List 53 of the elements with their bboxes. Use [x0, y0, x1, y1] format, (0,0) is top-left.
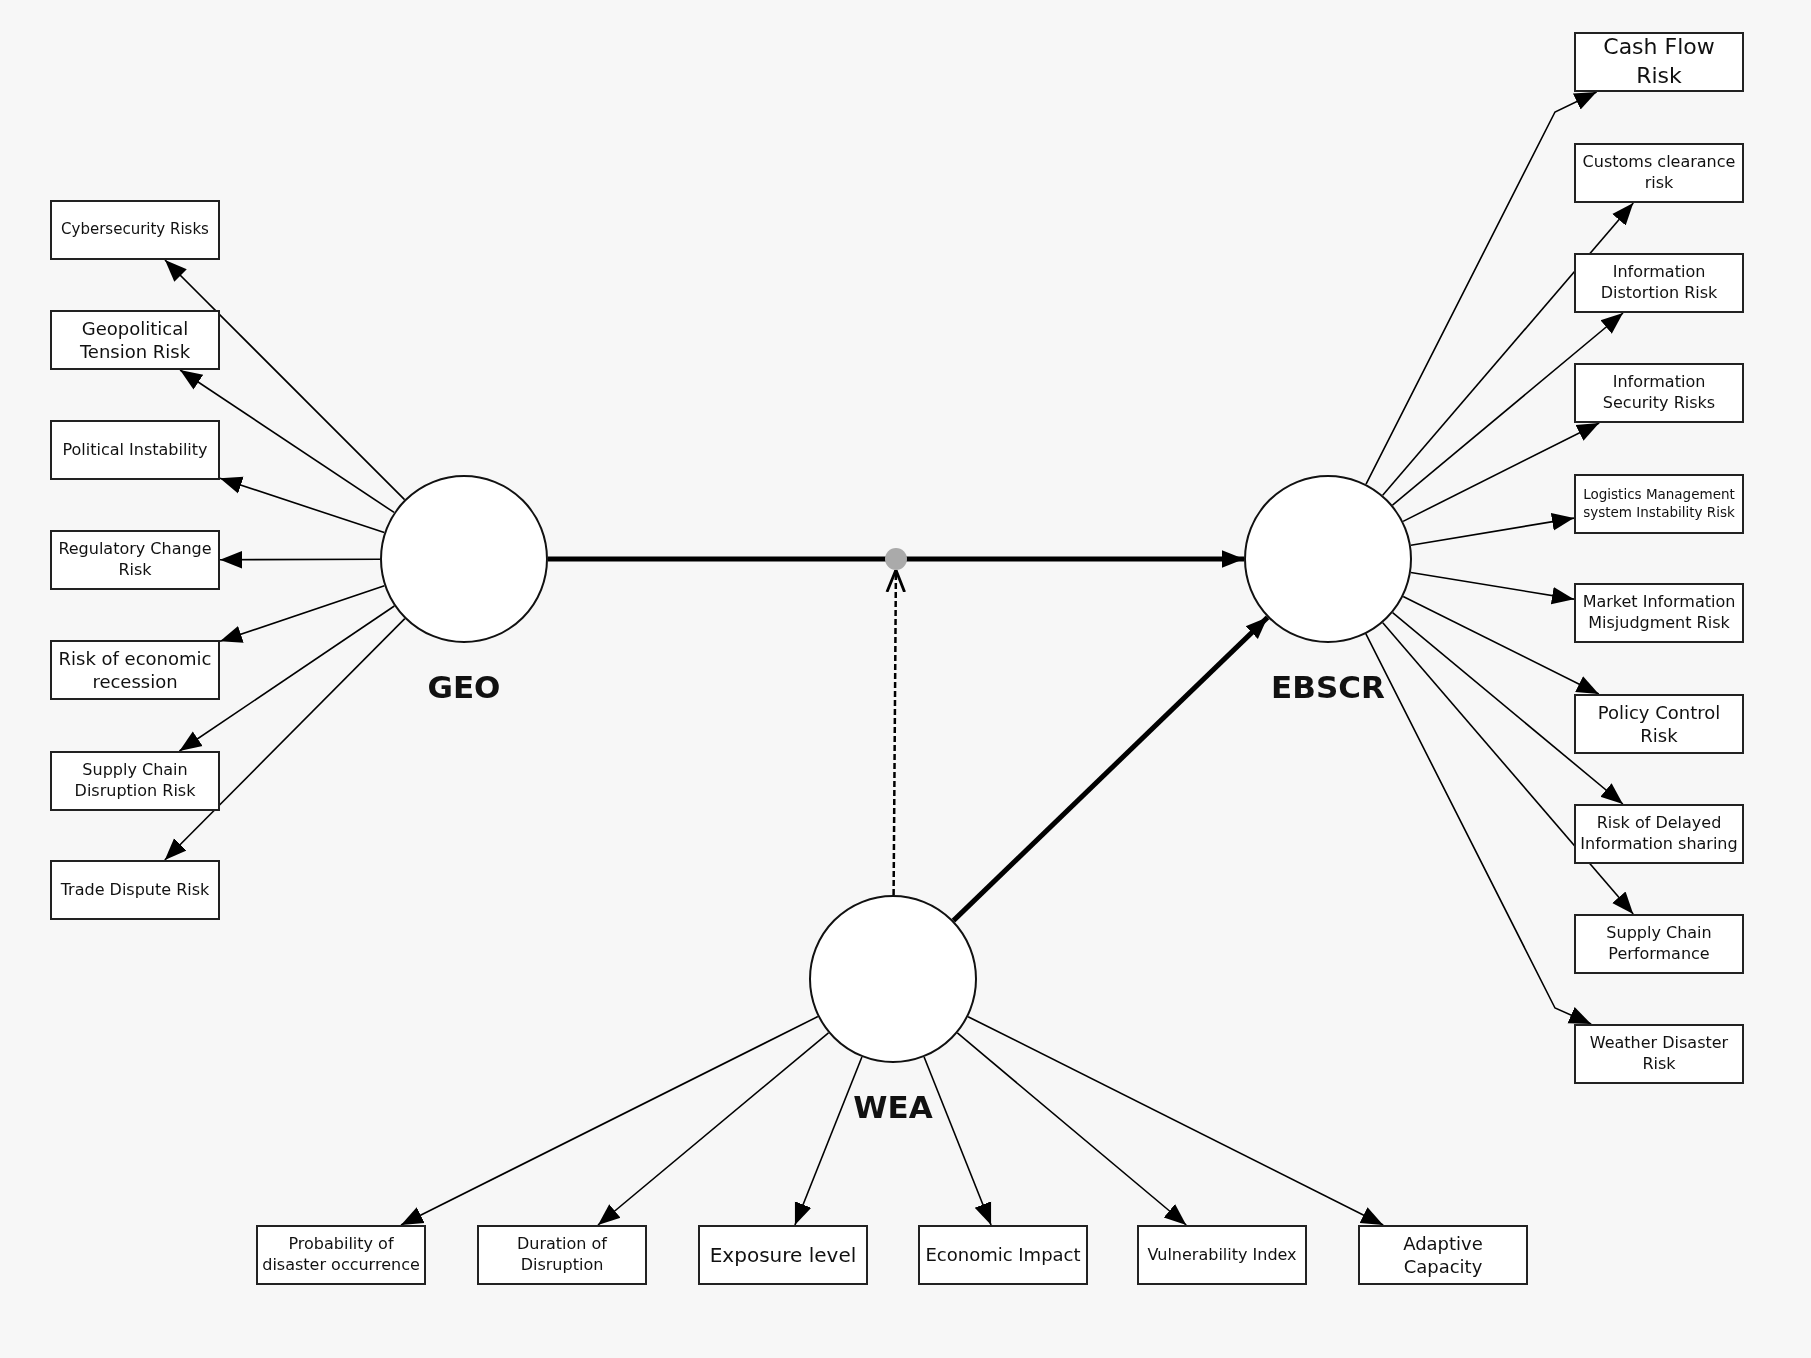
indicator-box: Policy Control Risk — [1574, 694, 1744, 754]
indicator-box: Regulatory Change Risk — [50, 530, 220, 590]
indicator-box: Cash Flow Risk — [1574, 32, 1744, 92]
arrow — [1402, 422, 1600, 523]
arrow — [1391, 312, 1624, 506]
dashed-arrow — [885, 568, 906, 895]
indicator-box: Information Distortion Risk — [1574, 253, 1744, 313]
indicator-box: Market Information Misjudgment Risk — [1574, 583, 1744, 643]
indicator-box: Geopolitical Tension Risk — [50, 310, 220, 370]
arrow — [1365, 91, 1598, 485]
indicator-box: Trade Dispute Risk — [50, 860, 220, 920]
indicator-box: Political Instability — [50, 420, 220, 480]
arrow — [951, 615, 1270, 923]
arrow — [1410, 571, 1575, 605]
indicator-box: Exposure level — [698, 1225, 868, 1285]
indicator-box: Duration of Disruption — [477, 1225, 647, 1285]
arrow — [179, 369, 395, 514]
indicator-box: Adaptive Capacity — [1358, 1225, 1528, 1285]
arrow — [967, 1015, 1384, 1226]
arrow — [1365, 633, 1592, 1025]
construct-label: EBSCR — [1271, 669, 1385, 705]
arrow — [178, 605, 396, 752]
indicator-box: Risk of Delayed Information sharing — [1574, 804, 1744, 864]
indicator-box: Weather Disaster Risk — [1574, 1024, 1744, 1084]
arrow — [923, 1056, 992, 1226]
construct-label: GEO — [427, 669, 501, 705]
arrow — [548, 550, 1244, 568]
arrow — [219, 585, 386, 643]
arrow — [1391, 611, 1624, 805]
arrow — [1381, 202, 1635, 497]
arrow — [219, 476, 386, 534]
indicator-box: Customs clearance risk — [1574, 143, 1744, 203]
indicator-box: Logistics Management system Instability Risk — [1574, 474, 1744, 534]
indicator-box: Supply Chain Performance — [1574, 914, 1744, 974]
indicator-box: Information Security Risks — [1574, 363, 1744, 423]
arrow — [219, 550, 381, 569]
indicator-box: Probability of disaster occurrence — [256, 1225, 426, 1285]
construct-label: WEA — [853, 1089, 933, 1125]
arrow — [597, 1032, 830, 1226]
arrow — [400, 1015, 819, 1226]
indicator-box: Cybersecurity Risks — [50, 200, 220, 260]
indicator-box: Economic Impact — [918, 1225, 1088, 1285]
indicator-box: Vulnerability Index — [1137, 1225, 1307, 1285]
arrow — [1381, 621, 1634, 915]
arrow — [956, 1032, 1188, 1226]
arrow — [164, 617, 406, 861]
junction-dot — [885, 548, 907, 570]
indicator-box: Supply Chain Disruption Risk — [50, 751, 220, 811]
arrow — [794, 1056, 863, 1226]
arrow — [1410, 513, 1575, 547]
arrow — [1402, 595, 1600, 695]
indicator-box: Risk of economic recession — [50, 640, 220, 700]
arrow — [164, 259, 406, 501]
